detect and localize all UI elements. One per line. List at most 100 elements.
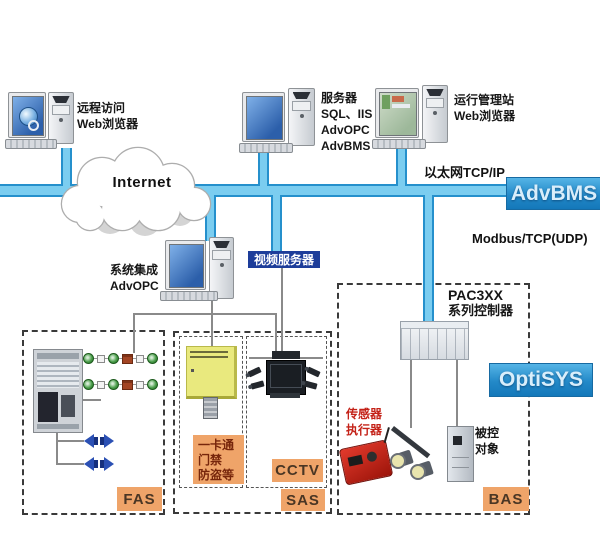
sensor-dial <box>365 450 378 463</box>
controlled-object-label: 被控 对象 <box>475 425 499 457</box>
access-label-line3: 防盗等 <box>198 468 235 482</box>
wire-branch-right <box>213 313 277 315</box>
wire-to-access <box>211 313 213 347</box>
wire-plc-to-controlled <box>456 358 458 427</box>
detector-loop-row <box>83 379 158 390</box>
tower-drive-bay <box>51 105 71 115</box>
device-display <box>453 436 462 445</box>
screen-widget <box>382 95 390 109</box>
remote-pc-screen <box>12 96 44 136</box>
sensor-label-line2: 执行器 <box>346 423 383 437</box>
access-functions-label: 一卡通 门禁 防盗等 <box>193 435 244 484</box>
tower-power-button <box>59 118 63 122</box>
controlled-label-line2: 对象 <box>475 442 500 456</box>
junction-box-icon <box>136 354 144 363</box>
integration-keyboard <box>160 291 218 301</box>
optisys-brand-box: OptiSYS <box>489 363 593 397</box>
wire-integration-down <box>211 301 213 314</box>
alarm-module-icon <box>122 379 133 390</box>
mgmt-station-label: 运行管理站 Web浏览器 <box>454 92 515 124</box>
detector-wire-dash <box>119 384 122 385</box>
sas-zone-box <box>173 331 332 514</box>
detector-wire-dash <box>105 384 108 385</box>
detector-wire-dash <box>133 384 136 385</box>
panel-footer <box>37 424 79 429</box>
access-label-line1: 一卡通 <box>198 438 235 452</box>
speaker-driver <box>94 437 98 445</box>
remote-label-line1: 远程访问 <box>77 101 126 115</box>
alarm-module-icon <box>122 353 133 364</box>
alarm-speaker-pair <box>84 434 114 448</box>
mgmt-label-line2: Web浏览器 <box>454 109 516 123</box>
controlled-label-line1: 被控 <box>475 426 500 440</box>
integration-monitor <box>165 240 206 290</box>
speaker-driver <box>94 460 98 468</box>
link-bus-to-videoserver <box>271 195 282 253</box>
device-line <box>452 467 469 468</box>
tower-logo <box>292 92 311 99</box>
speaker-horn-icon <box>104 434 114 448</box>
fas-zone-box <box>22 330 165 515</box>
mgmt-tower <box>422 85 448 143</box>
plc-label: PAC3XX 系列控制器 <box>448 287 513 319</box>
detector-icon <box>147 379 158 390</box>
link-bus-to-plc <box>423 195 434 323</box>
speaker-driver <box>100 437 104 445</box>
keypad-device <box>203 397 218 419</box>
ethernet-label: 以太网TCP/IP <box>424 165 505 180</box>
wire-speaker-row1 <box>56 440 84 442</box>
screen-widget <box>392 104 410 108</box>
wire-to-cctv <box>275 313 277 358</box>
speaker-horn-icon <box>84 434 94 448</box>
cctv-monitor-top <box>272 351 300 359</box>
link-bus-to-integration <box>205 195 216 241</box>
panel-display <box>38 392 58 422</box>
server-label-line1: 服务器 <box>321 91 358 105</box>
screen-widget <box>392 96 404 102</box>
panel-header <box>37 353 79 359</box>
detector-wire-dash <box>133 358 136 359</box>
junction-box-icon <box>97 380 105 389</box>
detector-icon <box>83 353 94 364</box>
wire-to-fas <box>133 313 135 353</box>
internet-cloud <box>60 146 212 236</box>
junction-box-icon <box>97 354 105 363</box>
detector-loop-row <box>83 353 158 364</box>
server-label-line3: AdvOPC <box>321 123 370 137</box>
bas-zone-label: BAS <box>483 487 529 511</box>
detector-icon <box>108 379 119 390</box>
magnifier-icon <box>28 120 39 131</box>
device-slot <box>190 351 228 353</box>
speaker-horn-icon <box>104 457 114 471</box>
mgmt-keyboard <box>372 139 426 149</box>
cctv-subzone-box <box>246 336 327 488</box>
detector-wire-dash <box>105 358 108 359</box>
device-slot <box>190 356 228 358</box>
tower-drive-bay <box>291 101 312 111</box>
server-label-line4: AdvBMS <box>321 139 371 153</box>
server-screen <box>246 96 283 140</box>
wire-videoserver-to-cctv <box>281 268 283 358</box>
server-tower <box>288 88 315 146</box>
panel-indicator-grid <box>37 362 79 388</box>
panel-keypad <box>61 395 75 417</box>
device-led <box>191 369 194 372</box>
plc-top-rail <box>401 322 468 329</box>
remote-pc-tower <box>48 92 74 144</box>
modbus-label: Modbus/TCP(UDP) <box>472 231 588 246</box>
detector-icon <box>147 353 158 364</box>
plc-controller-device <box>400 321 469 360</box>
fas-zone-label: FAS <box>117 487 162 511</box>
tower-drive-bay <box>425 98 445 108</box>
tower-logo <box>426 89 444 96</box>
internet-label: Internet <box>112 174 172 191</box>
sensor-actuator-label: 传感器 执行器 <box>346 406 382 438</box>
tower-power-button <box>219 263 224 267</box>
cctv-monitor-base <box>270 393 300 398</box>
sensor-display <box>347 454 364 467</box>
link-server-to-bus <box>258 152 269 186</box>
remote-pc-monitor <box>8 92 46 138</box>
junction-box-icon <box>136 380 144 389</box>
cctv-zone-label: CCTV <box>272 459 323 482</box>
mgmt-label-line1: 运行管理站 <box>454 93 515 107</box>
